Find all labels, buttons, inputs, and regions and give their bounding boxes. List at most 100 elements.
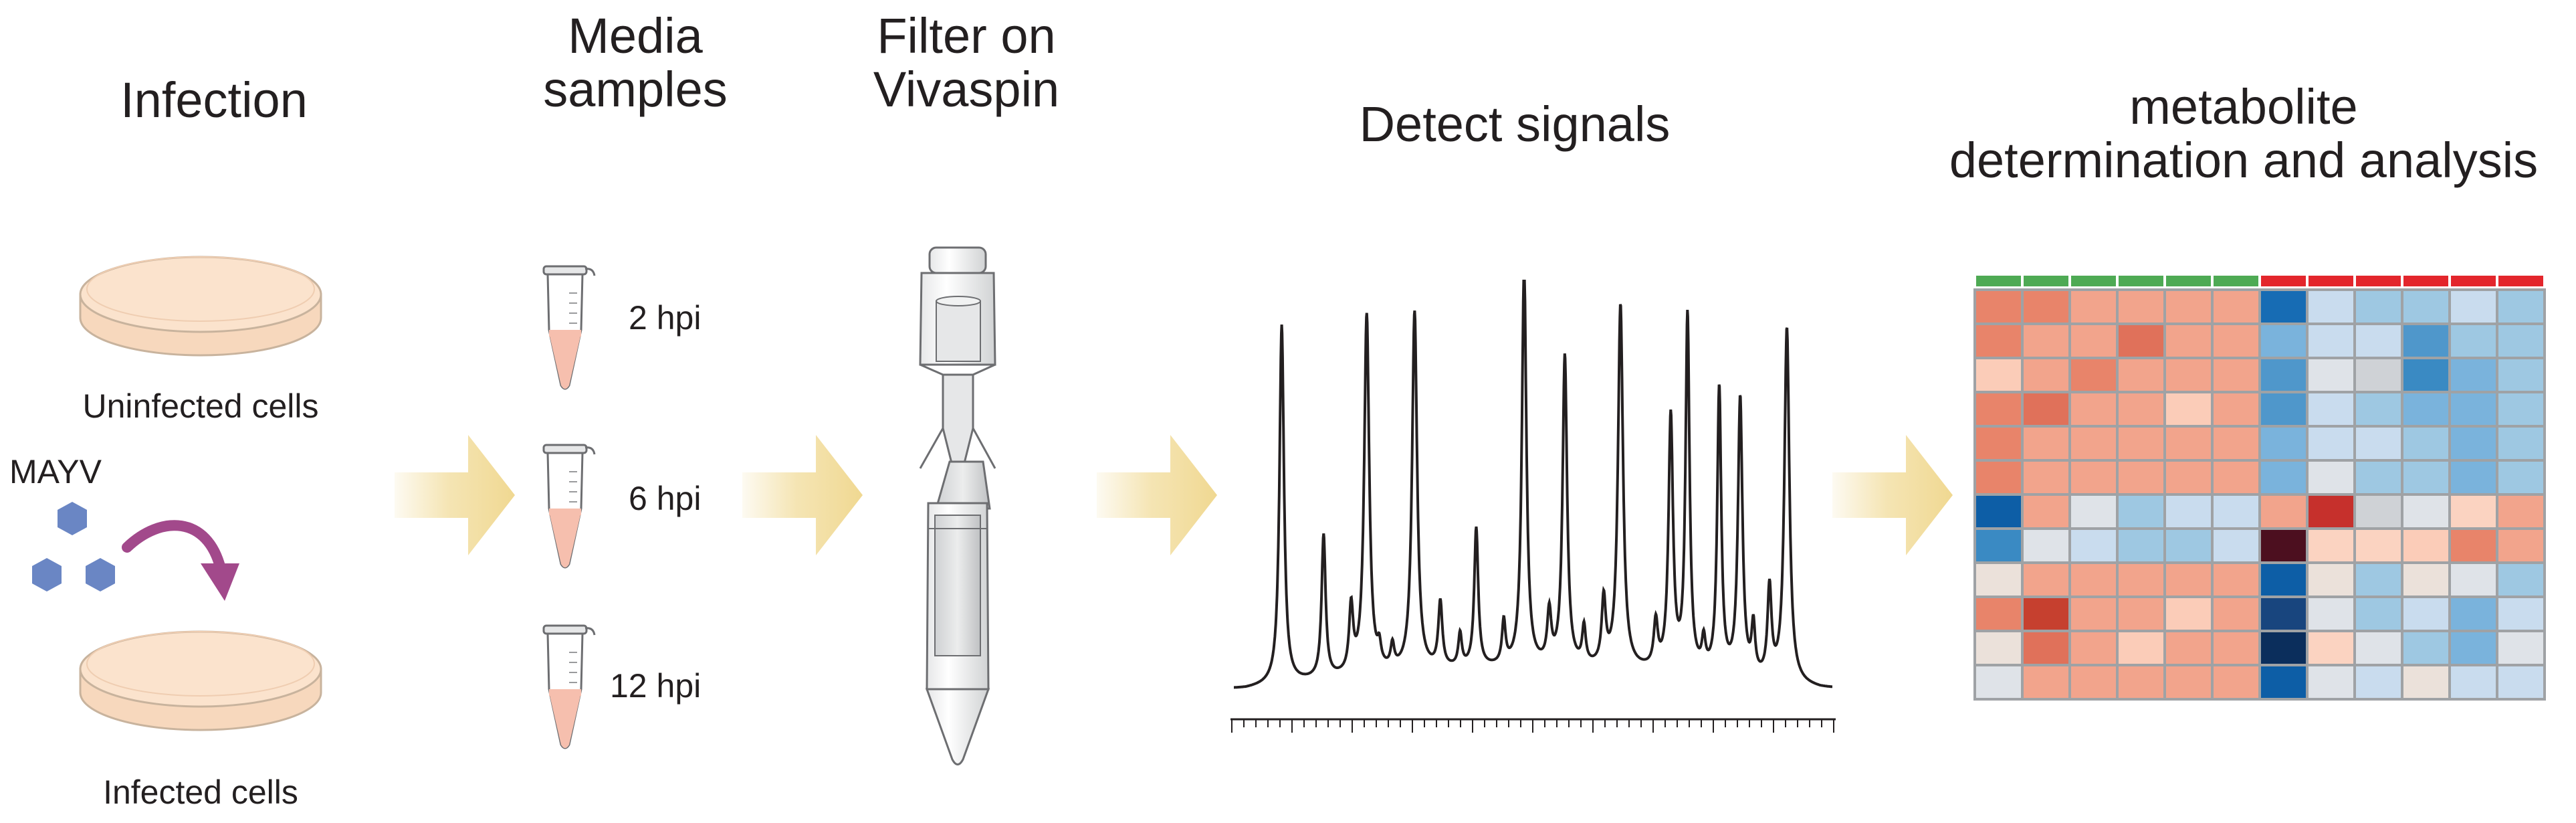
heatmap-cell — [2119, 632, 2163, 664]
heatmap-group-b-bar — [2309, 276, 2353, 286]
vivaspin-filter-icon — [919, 246, 996, 765]
heatmap-cell — [2166, 359, 2211, 391]
heatmap-cell — [2451, 462, 2496, 493]
step-title-filter-line2: Vivaspin — [873, 61, 1060, 117]
heatmap-cell — [2166, 666, 2211, 698]
heatmap-cell — [2498, 291, 2543, 323]
heatmap-cell — [2166, 496, 2211, 527]
heatmap-cell — [2119, 598, 2163, 630]
heatmap-cell — [2356, 428, 2401, 459]
flow-arrow-1-icon — [395, 435, 515, 555]
heatmap-cell — [2356, 496, 2401, 527]
heatmap-cell — [2024, 632, 2068, 664]
heatmap-cell — [2024, 359, 2068, 391]
heatmap-cell — [2024, 666, 2068, 698]
step-title-filter: Filter on Vivaspin — [813, 9, 1120, 116]
heatmap-cell — [2451, 325, 2496, 357]
heatmap-cell — [2261, 291, 2306, 323]
heatmap-frame — [1973, 288, 2546, 701]
heatmap-cell — [2071, 325, 2116, 357]
heatmap-cell — [2309, 666, 2353, 698]
heatmap-cell — [2261, 564, 2306, 596]
heatmap-cell — [2024, 325, 2068, 357]
sample-label-12hpi: 12 hpi — [610, 667, 702, 705]
step-title-metabolite-line1: metabolite — [2129, 79, 2358, 134]
heatmap-cell — [2214, 462, 2258, 493]
virus-hexagons-icon — [32, 502, 115, 591]
heatmap-cell — [2498, 564, 2543, 596]
heatmap-cell — [2024, 564, 2068, 596]
heatmap-cell — [2024, 291, 2068, 323]
heatmap-cell — [2403, 428, 2448, 459]
metabolite-heatmap — [1973, 276, 2546, 701]
heatmap-cell — [2166, 325, 2211, 357]
step-title-infection: Infection — [120, 72, 308, 128]
heatmap-cell — [2261, 632, 2306, 664]
heatmap-cell — [2166, 393, 2211, 425]
heatmap-cell — [2071, 496, 2116, 527]
heatmap-cell — [2451, 393, 2496, 425]
uninfected-cells-label: Uninfected cells — [82, 387, 319, 425]
heatmap-cell — [2309, 598, 2353, 630]
spectrum-trace — [1234, 280, 1832, 689]
heatmap-cell — [1976, 632, 2021, 664]
heatmap-cell — [2024, 393, 2068, 425]
heatmap-cell — [2309, 462, 2353, 493]
heatmap-cell — [2403, 666, 2448, 698]
heatmap-cell — [2261, 359, 2306, 391]
heatmap-cell — [2403, 393, 2448, 425]
heatmap-group-b-bar — [2498, 276, 2543, 286]
heatmap-cell — [2261, 598, 2306, 630]
heatmap-cell — [2498, 428, 2543, 459]
heatmap-cell — [2356, 359, 2401, 391]
heatmap-cell — [1976, 325, 2021, 357]
infected-petri-dish — [79, 630, 322, 731]
heatmap-cell — [2451, 564, 2496, 596]
sample-label-2hpi: 2 hpi — [629, 299, 702, 337]
heatmap-cell — [2356, 564, 2401, 596]
heatmap-cell — [2498, 359, 2543, 391]
heatmap-cell — [2498, 530, 2543, 561]
heatmap-cell — [2451, 291, 2496, 323]
heatmap-cell — [2498, 632, 2543, 664]
step-title-media-line1: Media — [568, 8, 703, 64]
heatmap-cell — [2403, 291, 2448, 323]
heatmap-cell — [2166, 632, 2211, 664]
heatmap-cell — [2356, 598, 2401, 630]
heatmap-cell — [1976, 359, 2021, 391]
heatmap-cell — [2261, 530, 2306, 561]
heatmap-cell — [1976, 564, 2021, 596]
sample-tube-2 — [542, 444, 596, 569]
heatmap-group-b-bar — [2356, 276, 2401, 286]
heatmap-cell — [2214, 564, 2258, 596]
heatmap-cell — [2403, 462, 2448, 493]
heatmap-cell — [2451, 428, 2496, 459]
heatmap-cell — [2403, 530, 2448, 561]
heatmap-cell — [1976, 428, 2021, 459]
sample-tube-1 — [542, 265, 596, 390]
heatmap-cell — [2166, 291, 2211, 323]
heatmap-cell — [2403, 632, 2448, 664]
heatmap-cell — [2309, 632, 2353, 664]
step-title-detect-signals: Detect signals — [1359, 96, 1671, 152]
heatmap-cell — [2356, 462, 2401, 493]
heatmap-cell — [2451, 598, 2496, 630]
heatmap-cell — [2071, 393, 2116, 425]
heatmap-cell — [2119, 462, 2163, 493]
heatmap-cell — [2451, 359, 2496, 391]
heatmap-cell — [2261, 666, 2306, 698]
heatmap-cell — [2403, 496, 2448, 527]
heatmap-cell — [2214, 632, 2258, 664]
heatmap-cell — [2403, 325, 2448, 357]
heatmap-cell — [2119, 393, 2163, 425]
heatmap-cell — [2403, 598, 2448, 630]
heatmap-cell — [2451, 666, 2496, 698]
sample-label-6hpi: 6 hpi — [629, 480, 702, 517]
heatmap-cell — [2309, 359, 2353, 391]
step-title-metabolite: metabolite determination and analysis — [1926, 80, 2561, 187]
heatmap-cell — [2261, 496, 2306, 527]
heatmap-cell — [2309, 325, 2353, 357]
heatmap-cell — [2214, 666, 2258, 698]
heatmap-cell — [2403, 359, 2448, 391]
